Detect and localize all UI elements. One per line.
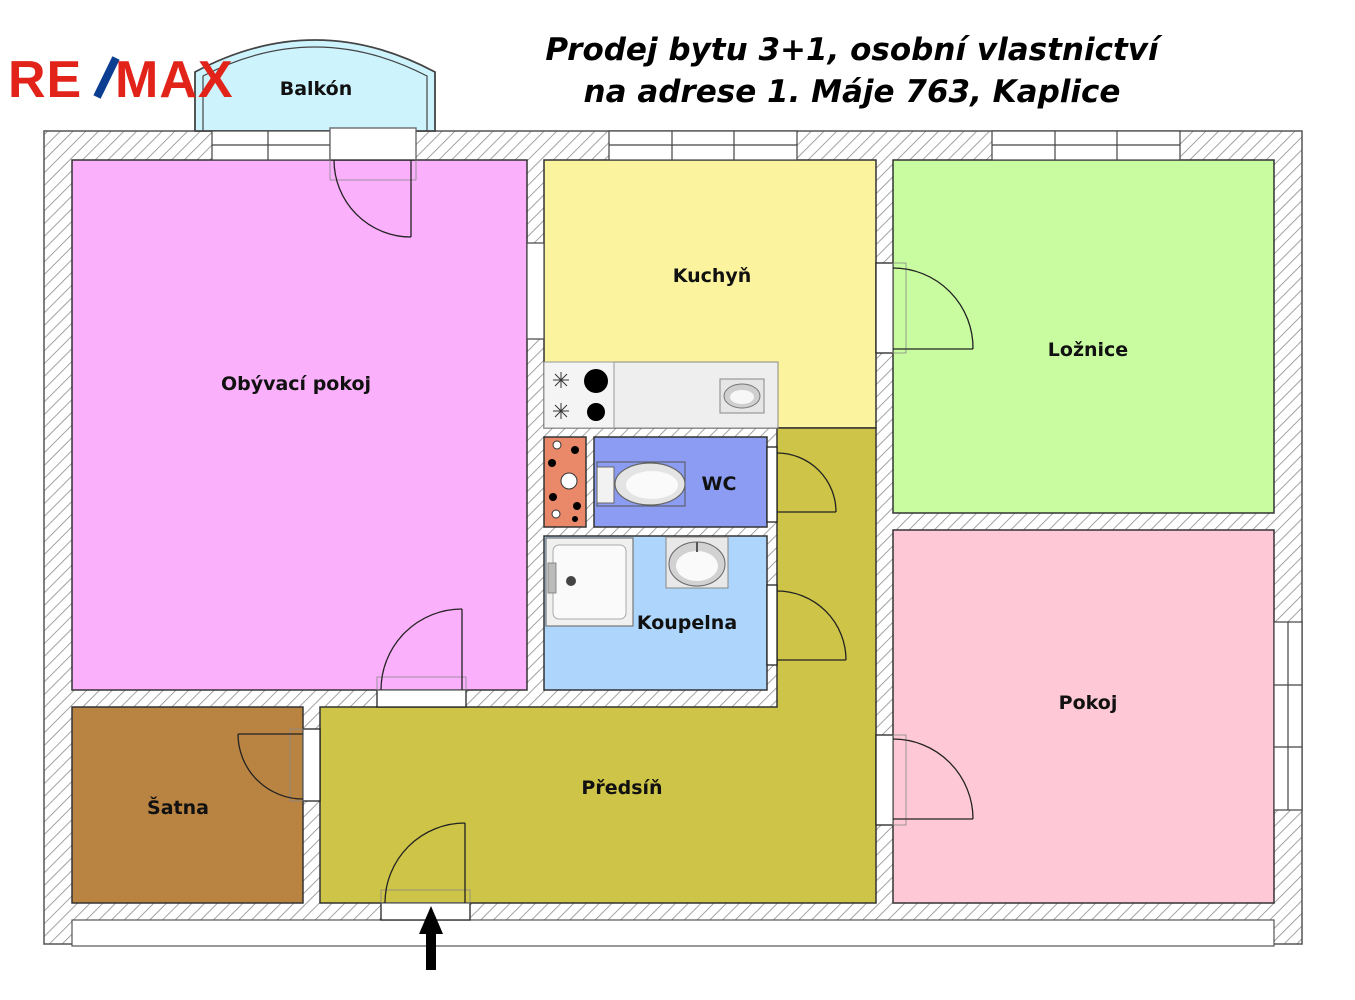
pokoj-door bbox=[875, 734, 974, 826]
label-satna: Šatna bbox=[147, 795, 209, 819]
room-pokoj bbox=[892, 529, 1275, 904]
satna-door bbox=[237, 728, 321, 802]
label-predsin: Předsíň bbox=[581, 777, 662, 799]
boiler-icon bbox=[548, 440, 581, 522]
title-line-2: na adrese 1. Máje 763, Kaplice bbox=[584, 74, 1121, 110]
entrance-arrow-icon bbox=[419, 906, 443, 970]
toilet-icon bbox=[596, 461, 686, 507]
logo-text-max: MAX bbox=[115, 51, 234, 109]
label-obyvaci-pokoj: Obývací pokoj bbox=[221, 373, 371, 395]
window-right-room bbox=[1273, 621, 1303, 811]
label-balkon: Balkón bbox=[280, 78, 353, 100]
room-loznice bbox=[892, 159, 1275, 514]
balcony-shape bbox=[194, 39, 436, 132]
label-kuchyn: Kuchyň bbox=[673, 265, 752, 287]
window-top-kitchen bbox=[608, 130, 798, 161]
stove-icon bbox=[543, 361, 779, 429]
corridor-outside bbox=[71, 919, 1275, 947]
bathroom-door bbox=[766, 584, 847, 666]
logo-text-re: RE bbox=[8, 51, 82, 109]
logo-slash bbox=[93, 56, 120, 99]
washbasin-icon bbox=[665, 536, 729, 589]
room-satna bbox=[71, 706, 304, 904]
bedroom-door bbox=[875, 262, 974, 354]
remax-logo: RE MAX bbox=[8, 51, 234, 109]
room-predsin bbox=[319, 427, 877, 904]
kitchen-opening bbox=[526, 242, 545, 340]
living-room-door bbox=[376, 608, 467, 708]
label-pokoj: Pokoj bbox=[1059, 692, 1118, 714]
balcony-outline bbox=[202, 46, 428, 131]
label-wc: WC bbox=[702, 473, 737, 495]
wc-door bbox=[766, 446, 837, 523]
window-top-left bbox=[211, 130, 331, 161]
balcony-door bbox=[329, 127, 417, 238]
title-line-1: Prodej bytu 3+1, osobní vlastnictví bbox=[545, 32, 1163, 68]
shower-icon bbox=[545, 537, 634, 627]
window-top-bedroom bbox=[991, 130, 1181, 161]
label-koupelna: Koupelna bbox=[637, 612, 737, 634]
sink-icon bbox=[719, 378, 765, 414]
room-obyvaci-pokoj bbox=[71, 159, 528, 691]
label-loznice: Ložnice bbox=[1048, 339, 1128, 361]
